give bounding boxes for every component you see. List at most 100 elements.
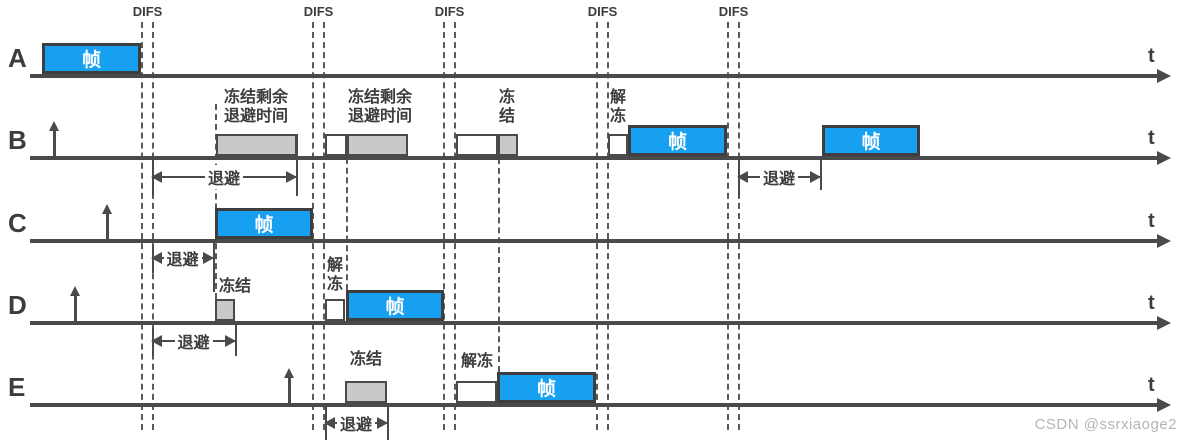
arrowhead-left-icon [151,335,162,347]
difs-label: DIFS [303,4,334,19]
difs-dashed-line [738,22,740,430]
channel-sense-up-arrow-E [284,368,294,403]
backoff-measure-E: 退避 [324,411,388,435]
difs-dashed-line [727,22,729,430]
label-freeze-d: 冻结 [219,277,251,296]
time-axis-label: t [1148,45,1155,67]
difs-dashed-line [323,22,325,430]
watermark-text: CSDN @ssrxiaoge2 [1034,416,1177,433]
idle-backoff-box [608,134,628,156]
backoff-measure-B: 退避 [151,165,297,189]
backoff-label: 退避 [204,165,244,189]
channel-sense-up-arrow-B [49,121,59,156]
timeline-arrowhead [1157,316,1171,330]
label-line: 冻结 [218,278,252,295]
connector-dashed-line [346,158,348,290]
timeline-arrowhead [1157,69,1171,83]
measure-tick [296,134,298,196]
label-line: 解 [326,257,344,274]
difs-dashed-line [443,22,445,430]
arrowhead-right-icon [225,335,236,347]
frozen-backoff-box [498,134,518,156]
label-line: 冻 [609,108,627,125]
arrowhead-right-icon [810,171,821,183]
backoff-measure-D: 退避 [151,329,236,353]
up-arrowhead-icon [102,204,112,214]
difs-dashed-line [141,22,143,430]
label-line: 退避时间 [347,108,413,125]
arrowhead-left-icon [151,252,162,264]
difs-label: DIFS [434,4,465,19]
frozen-backoff-box [215,299,235,321]
connector-dashed-line [215,104,217,299]
arrowhead-left-icon [151,171,162,183]
measure-tick [387,403,389,440]
idle-backoff-box [325,134,347,156]
frozen-backoff-box [345,381,387,403]
timeline-E [30,398,1171,412]
time-axis-label: t [1148,127,1155,149]
channel-sense-up-arrow-C [102,204,112,239]
difs-dashed-line [454,22,456,430]
timeline-D [30,316,1171,330]
row-label-D: D [8,290,27,320]
difs-dashed-line [152,22,154,430]
arrowhead-right-icon [286,171,297,183]
connector-dashed-line [498,158,500,372]
timeline-arrowhead [1157,398,1171,412]
row-label-B: B [8,125,27,155]
label-line: 结 [498,108,516,125]
timeline-arrowhead [1157,151,1171,165]
label-line: 解 [609,89,627,106]
label-line: 冻 [498,89,516,106]
difs-label: DIFS [132,4,163,19]
label-unfreeze-vertical-b: 解冻 [610,88,626,126]
timeline-A [30,69,1171,83]
label-freeze-remaining-backoff-1: 冻结剩余退避时间 [224,88,288,126]
arrowhead-right-icon [377,417,388,429]
row-label-E: E [8,372,26,402]
difs-dashed-line [596,22,598,430]
measure-tick [235,321,237,356]
frame-box-E: 帧 [497,372,596,403]
time-axis-label: t [1148,374,1155,396]
measure-tick [820,156,822,190]
backoff-label: 退避 [163,246,202,270]
label-line: 解冻 [460,353,494,370]
frame-box-C: 帧 [215,208,313,239]
frame-box-B: 帧 [822,125,920,156]
difs-label: DIFS [587,4,618,19]
label-unfreeze-e: 解冻 [461,352,493,371]
row-label-C: C [8,208,27,238]
arrowhead-right-icon [203,252,214,264]
time-axis-label: t [1148,292,1155,314]
label-freeze-vertical-b: 冻结 [499,88,515,126]
up-arrowhead-icon [70,286,80,296]
frame-box-B: 帧 [628,125,727,156]
label-unfreeze-vertical-d: 解冻 [327,256,343,294]
label-line: 冻 [326,276,344,293]
label-line: 冻结 [349,351,383,368]
label-freeze-e: 冻结 [350,350,382,369]
label-line: 退避时间 [223,108,289,125]
backoff-label: 退避 [336,411,376,435]
row-label-A: A [8,43,27,73]
arrowhead-left-icon [737,171,748,183]
frozen-backoff-box [347,134,408,156]
timeline-arrowhead [1157,234,1171,248]
up-arrowhead-icon [284,368,294,378]
idle-backoff-box [456,134,498,156]
up-arrowhead-icon [49,121,59,131]
backoff-measure-C: 退避 [151,246,214,270]
timeline-C [30,234,1171,248]
difs-dashed-line [607,22,609,430]
backoff-label: 退避 [759,165,799,189]
frame-box-D: 帧 [346,290,444,321]
label-line: 冻结剩余 [223,89,289,106]
label-line: 冻结剩余 [347,89,413,106]
backoff-label: 退避 [174,329,213,353]
backoff-measure-B: 退避 [737,165,821,189]
frame-box-A: 帧 [42,43,141,74]
timeline-B [30,151,1171,165]
